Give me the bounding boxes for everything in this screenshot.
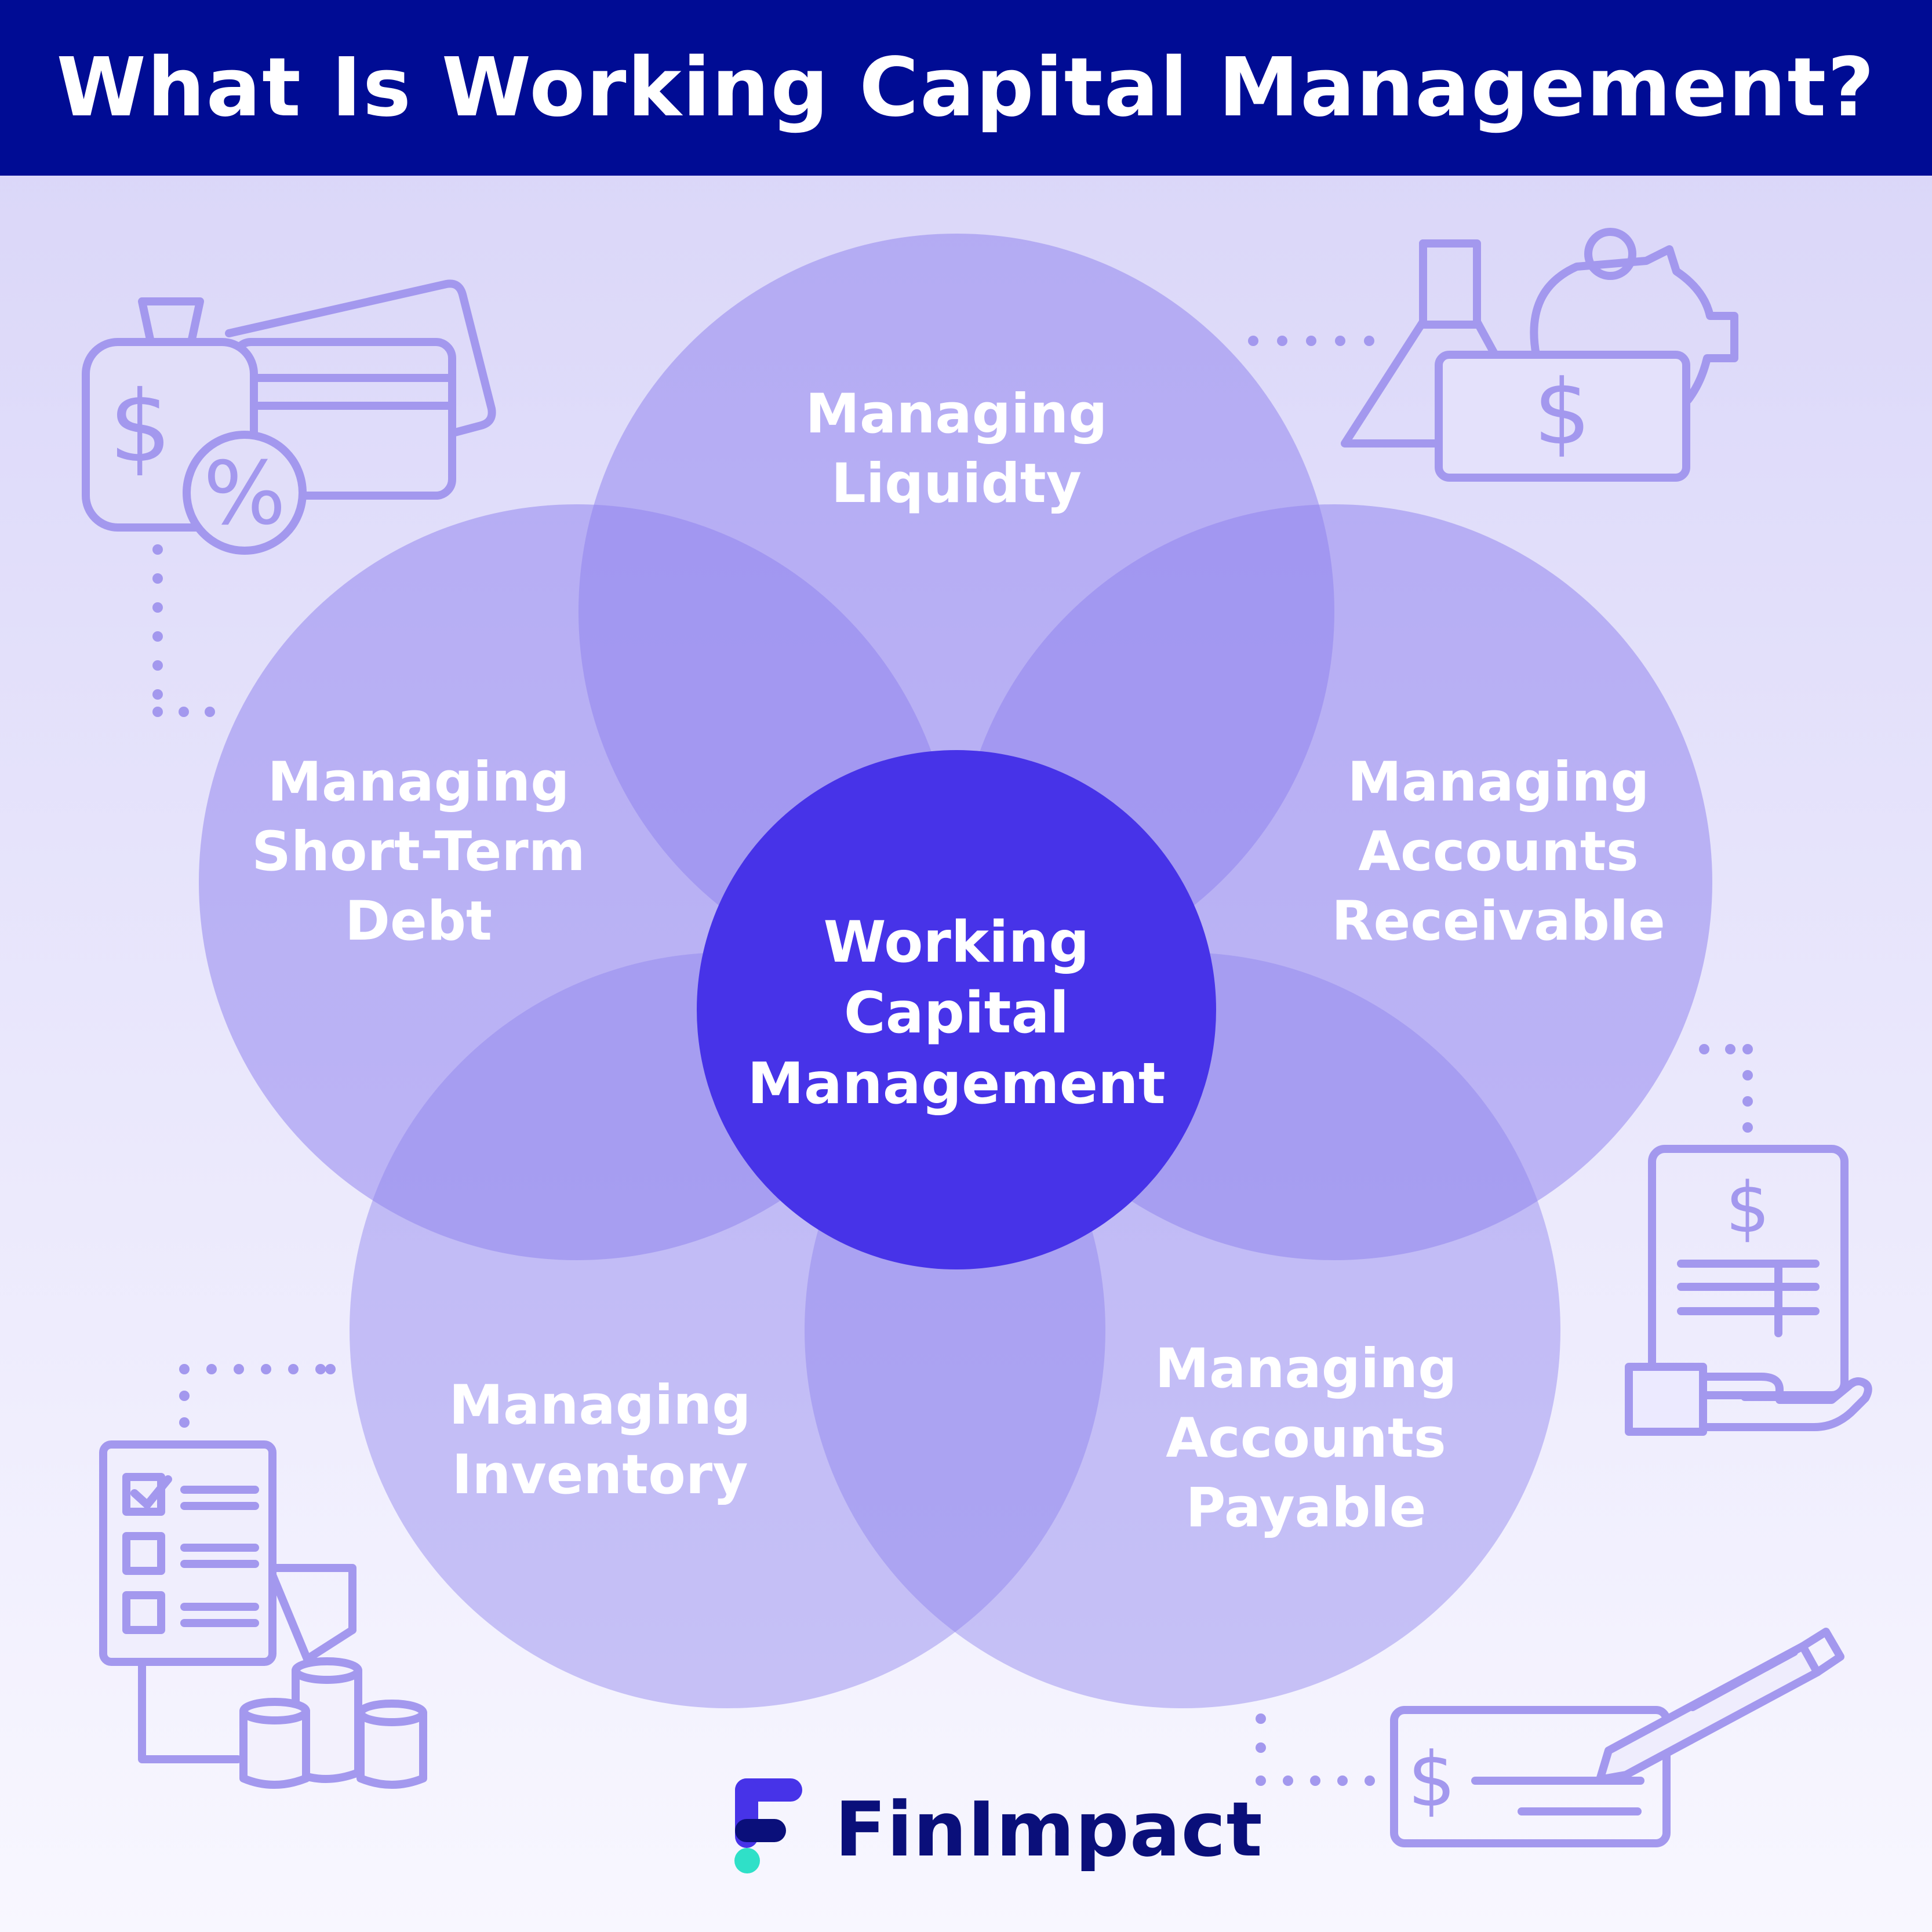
svg-text:%: % xyxy=(203,443,286,544)
brand-name: FinImpact xyxy=(835,1785,1263,1873)
money-bag-card-percent-icon: $ % xyxy=(82,279,496,555)
connector-top-left xyxy=(152,544,215,717)
check-pen-icon: $ xyxy=(1390,1628,1844,1847)
petal-label-inventory: Managing Inventory xyxy=(449,1374,751,1507)
center-circle xyxy=(697,750,1216,1269)
petal-label-liquidity: Managing Liquidty xyxy=(805,383,1108,515)
checklist-inventory-coins-icon xyxy=(99,1440,427,1789)
page-title: What Is Working Capital Management? xyxy=(56,41,1876,135)
petal-label-short-term-debt: Managing Short-Term Debt xyxy=(252,751,585,953)
petal-label-accounts-receivable: Managing Accounts Receivable xyxy=(1331,751,1665,953)
flask-piggy-bank-cash-icon: $ xyxy=(1341,228,1738,482)
connector-right xyxy=(1699,1044,1753,1133)
connector-top-right xyxy=(1248,336,1374,346)
petal-label-accounts-payable: Managing Accounts Payable xyxy=(1155,1337,1457,1540)
finimpact-logo-icon xyxy=(734,1778,802,1873)
brand: FinImpact xyxy=(812,1785,1263,1873)
svg-text:$: $ xyxy=(1534,360,1591,465)
svg-text:$: $ xyxy=(109,370,172,485)
connector-bottom-right xyxy=(1256,1713,1375,1786)
connector-bottom-left xyxy=(179,1364,336,1428)
svg-text:$: $ xyxy=(1408,1735,1456,1824)
dotted-connectors xyxy=(152,336,1753,1786)
center-label: Working Capital Management xyxy=(747,909,1166,1117)
svg-text:$: $ xyxy=(1726,1168,1770,1249)
title-bar: What Is Working Capital Management? xyxy=(0,0,1932,176)
invoice-hand-icon: $ xyxy=(1625,1145,1872,1436)
